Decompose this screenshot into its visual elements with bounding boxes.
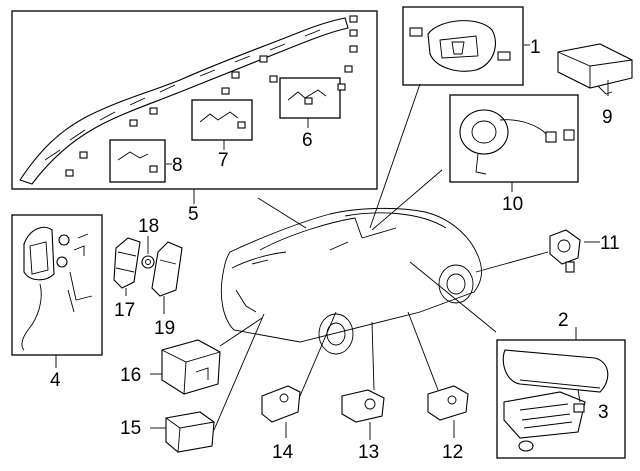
sdm-module-icon: [161, 339, 221, 395]
callout-16: 16: [120, 365, 141, 386]
clip-icon: [117, 89, 327, 161]
callout-10: 10: [502, 194, 523, 215]
callout-11: 11: [600, 233, 620, 254]
callout-9: 9: [602, 107, 613, 128]
steering-wheel-airbag-icon: [409, 20, 511, 72]
callout-1: 1: [530, 37, 541, 58]
callout-5: 5: [188, 204, 199, 225]
callout-6: 6: [302, 130, 313, 151]
passenger-airbag-module-icon: [502, 349, 609, 452]
side-curtain-airbag-icon: [19, 17, 349, 185]
leader-lines: [55, 44, 609, 440]
side-airbag-icon: [21, 226, 93, 351]
box-clockspring: [449, 94, 579, 183]
box-curtain-airbag-group: [11, 10, 378, 190]
bolt-icon: [65, 15, 358, 177]
callout-2: 2: [558, 310, 569, 331]
srs-control-unit-icon: [557, 43, 633, 95]
callout-17: 17: [114, 300, 135, 321]
box-sub-8: [109, 139, 166, 183]
nut-icon: [141, 255, 155, 269]
vehicle-outline-icon: [220, 207, 482, 355]
callout-7: 7: [218, 150, 229, 171]
box-sub-7: [191, 99, 253, 141]
front-sensor-icon: [341, 389, 385, 423]
callout-19: 19: [154, 318, 175, 339]
inflator-icon: [113, 237, 141, 289]
callout-3: 3: [598, 402, 609, 423]
clockspring-icon: [459, 109, 575, 175]
impact-sensor-icon: [549, 229, 581, 273]
callout-18: 18: [138, 216, 159, 237]
callout-8: 8: [172, 155, 183, 176]
box-passenger-airbag: [496, 339, 626, 459]
callout-4: 4: [50, 370, 61, 391]
box-side-airbag: [11, 214, 103, 356]
side-impact-sensor-icon: [261, 385, 301, 423]
occupant-sensor-icon: [165, 411, 215, 453]
callout-15: 15: [120, 418, 141, 439]
rear-sensor-icon: [427, 385, 469, 421]
callout-13: 13: [358, 442, 379, 463]
box-steering-airbag: [402, 6, 524, 86]
callout-14: 14: [272, 442, 294, 463]
box-sub-6: [279, 77, 341, 119]
bracket-icon: [151, 241, 183, 297]
callout-12: 12: [442, 442, 463, 463]
